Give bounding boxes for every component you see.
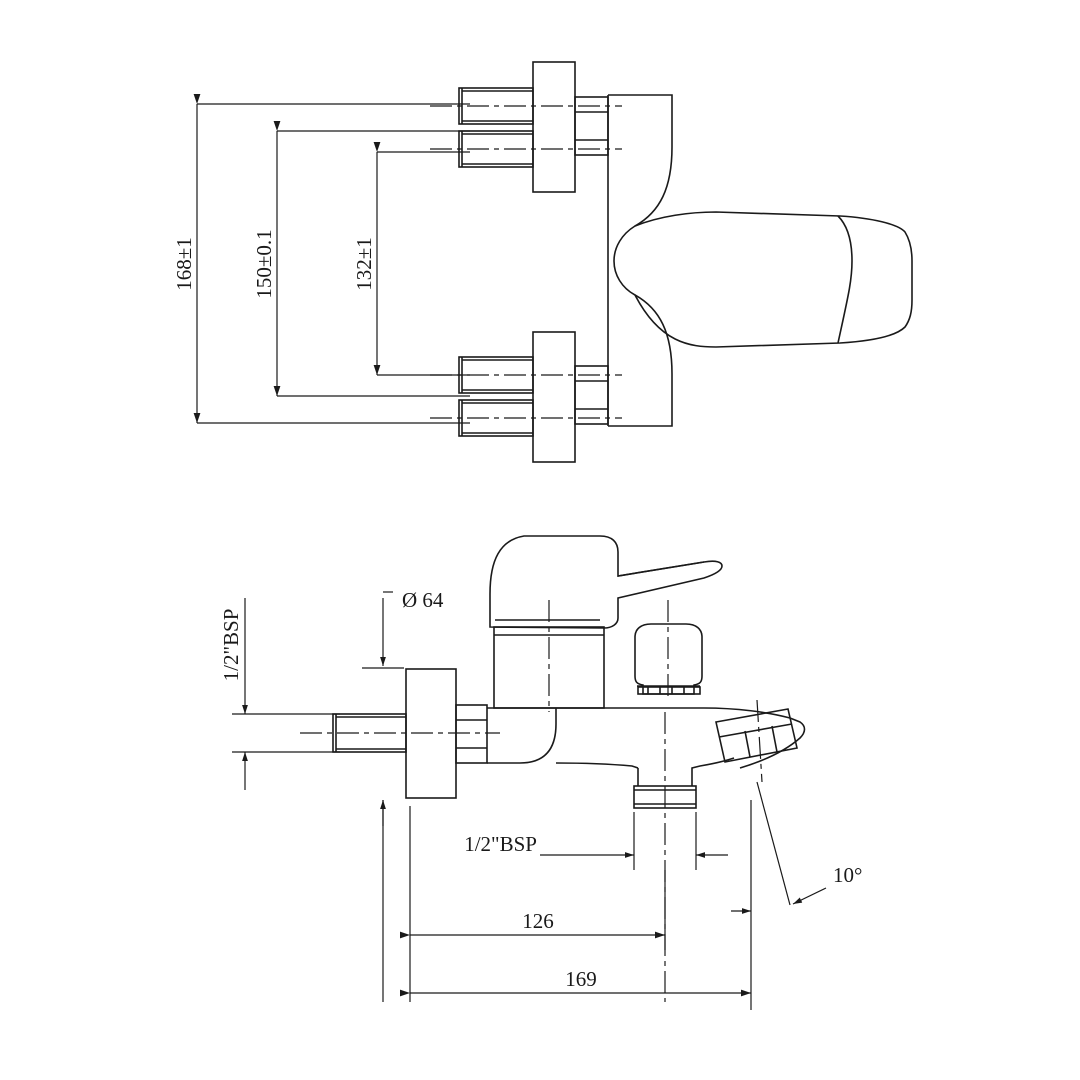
dim-text-10deg: 10° <box>833 863 862 887</box>
top-view-geometry <box>430 61 913 463</box>
dim-text-126: 126 <box>522 909 554 933</box>
lever-handle-plan <box>613 211 913 348</box>
side-view-dimensions <box>232 591 827 1010</box>
dim-text-169: 169 <box>565 967 597 991</box>
dim-text-168: 168±1 <box>172 237 196 291</box>
spout-body <box>487 707 806 786</box>
aerator-outlet <box>715 708 798 763</box>
dim-text-dia-64: Ø 64 <box>402 588 444 612</box>
dim-text-bsp-inlet: 1/2"BSP <box>219 609 243 682</box>
centre-lines-side-view <box>300 600 763 1002</box>
side-view-geometry <box>300 535 806 1002</box>
mixer-body-backplate <box>607 94 673 427</box>
hex-nut-side <box>455 704 488 764</box>
escutcheon-flange-top <box>532 61 576 193</box>
top-view-dimensions <box>193 94 470 424</box>
dim-text-bsp-outlet: 1/2"BSP <box>464 832 537 856</box>
dim-text-132: 132±1 <box>352 237 376 291</box>
escutcheon-flange-bottom <box>532 331 576 463</box>
dim-text-150: 150±0.1 <box>252 229 276 298</box>
lever-handle-side <box>489 535 723 629</box>
